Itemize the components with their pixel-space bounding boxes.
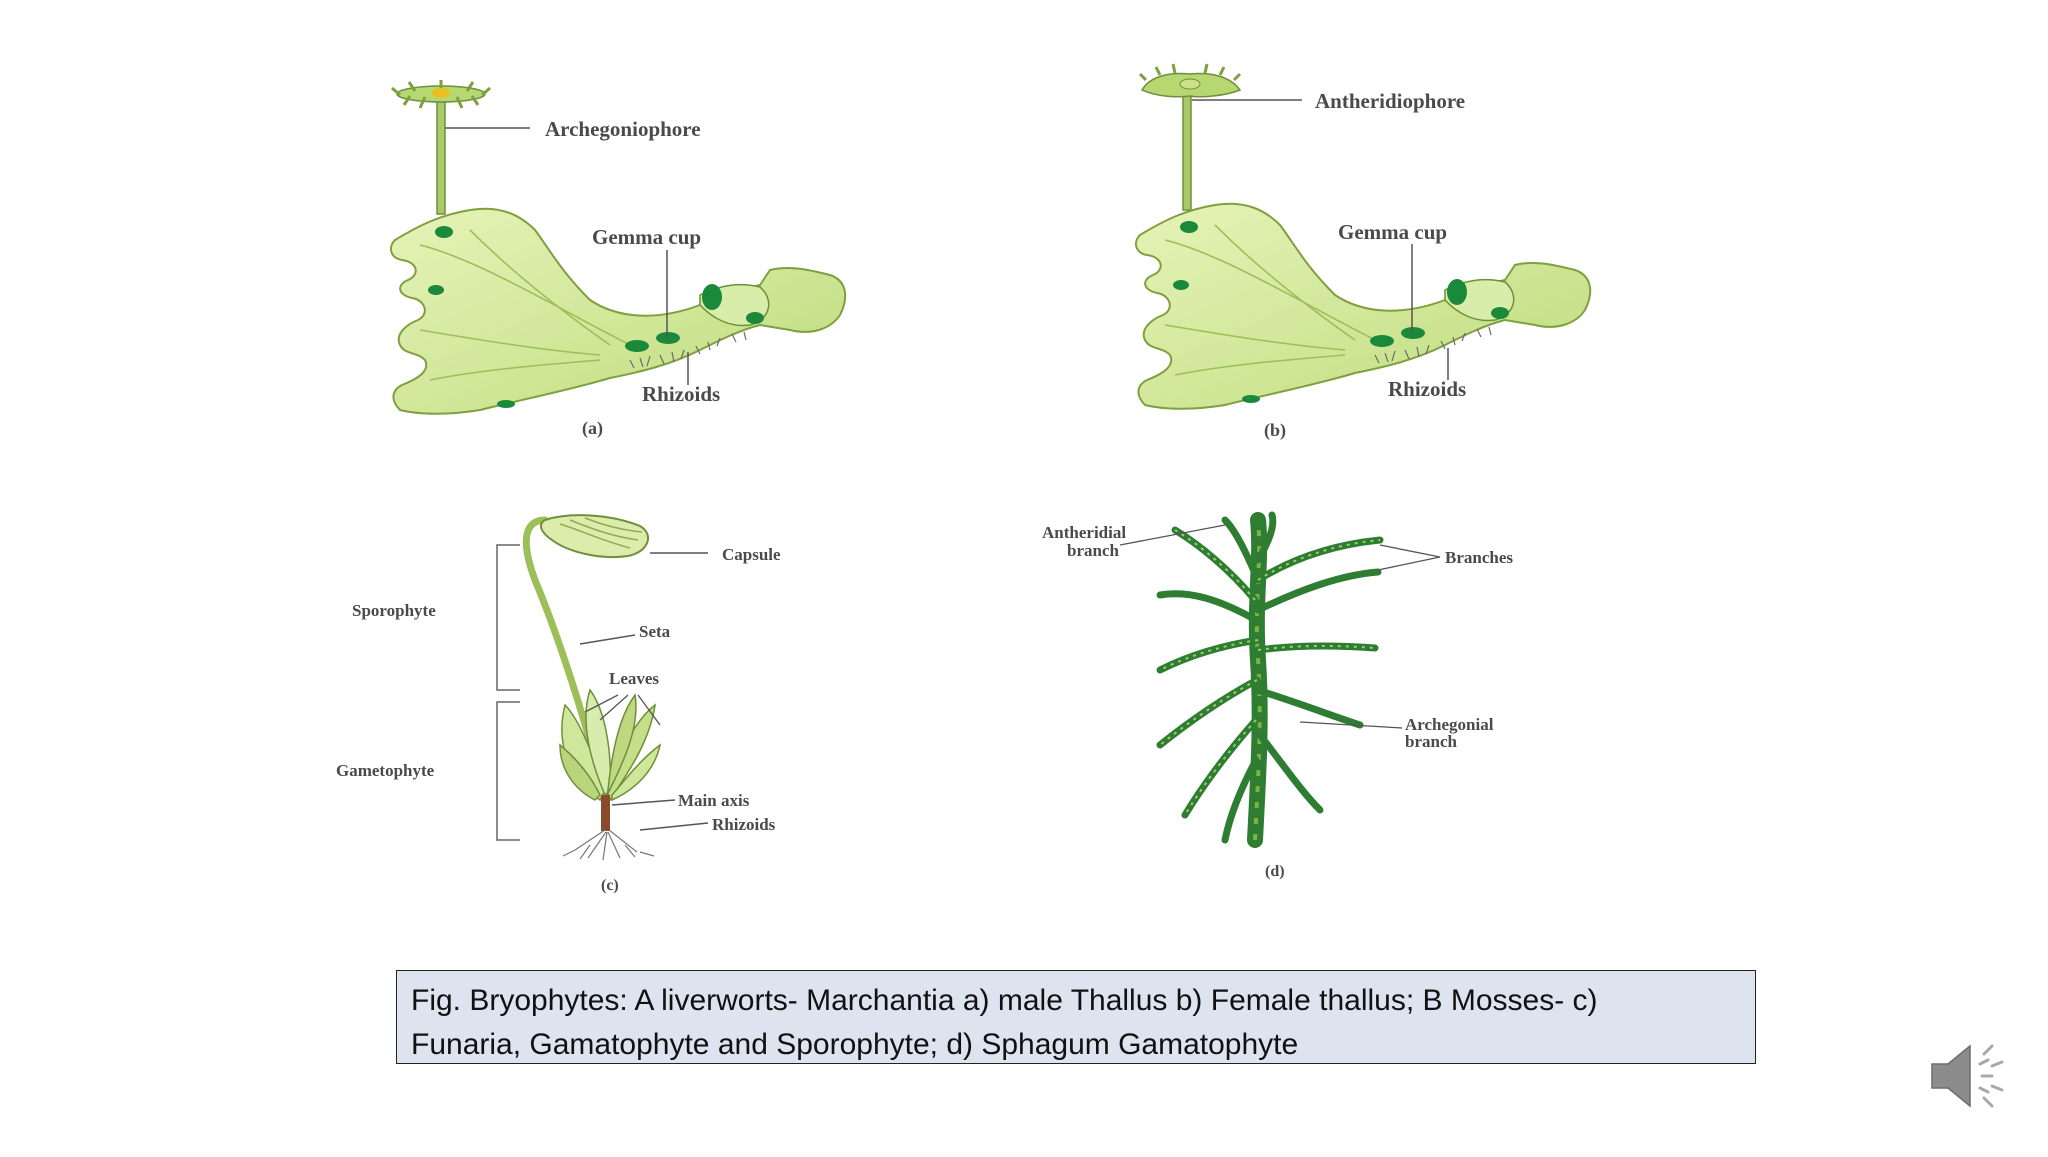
figure-d-sphagnum: Antheridial branch Branches Archegonial …	[1042, 511, 1513, 880]
sublabel-b: (b)	[1264, 420, 1286, 441]
label-archegoniophore: Archegoniophore	[545, 117, 701, 141]
gametophyte-bracket	[496, 701, 520, 841]
sporophyte-bracket	[496, 544, 520, 691]
thallus-a	[389, 207, 847, 415]
label-branches: Branches	[1445, 548, 1513, 567]
label-gemma-cup-a: Gemma cup	[592, 225, 701, 249]
archegoniophore-stalk	[436, 95, 446, 215]
archegoniophore-head	[391, 80, 491, 109]
label-capsule: Capsule	[722, 545, 781, 564]
figure-caption: Fig. Bryophytes: A liverworts- Marchanti…	[396, 970, 1756, 1064]
rhizoids-c	[562, 829, 655, 861]
gemma-cup-b	[1447, 279, 1467, 305]
sublabel-c: (c)	[601, 877, 619, 894]
antheridiophore-head	[1138, 63, 1242, 98]
leaves-cluster	[559, 688, 662, 802]
branches	[1156, 511, 1384, 844]
label-sporophyte: Sporophyte	[352, 601, 436, 620]
figure-a-marchantia: Archegoniophore Gemma cup Rhizoids (a)	[389, 80, 847, 439]
caption-line-1: Fig. Bryophytes: A liverworts- Marchanti…	[411, 984, 1598, 1017]
main-axis	[601, 795, 610, 831]
label-gemma-cup-b: Gemma cup	[1338, 220, 1447, 244]
caption-line-2: Funaria, Gamatophyte and Sporophyte; d) …	[411, 1028, 1299, 1061]
antheridiophore-stalk	[1182, 85, 1192, 211]
sublabel-d: (d)	[1265, 863, 1285, 880]
capsule	[539, 514, 650, 559]
label-rhizoids-a: Rhizoids	[642, 382, 720, 406]
label-archegonial-1: Archegonial	[1405, 715, 1494, 734]
label-rhizoids-c: Rhizoids	[712, 815, 776, 834]
label-gametophyte: Gametophyte	[336, 761, 435, 780]
gemma-cup-a	[702, 284, 722, 310]
label-main-axis: Main axis	[678, 791, 750, 810]
label-seta: Seta	[639, 622, 671, 641]
label-antheridiophore: Antheridiophore	[1315, 89, 1465, 113]
label-leaves: Leaves	[609, 669, 659, 688]
speaker-icon[interactable]	[1926, 1036, 2010, 1116]
sublabel-a: (a)	[582, 418, 603, 439]
label-rhizoids-b: Rhizoids	[1388, 377, 1466, 401]
thallus-b	[1134, 202, 1592, 410]
figure-c-funaria: Capsule Sporophyte Seta Leaves Gametophy…	[336, 514, 781, 894]
label-antheridial-2: branch	[1067, 541, 1120, 560]
figure-b-marchantia: Antheridiophore Gemma cup Rhizoids (b)	[1134, 63, 1592, 441]
label-antheridial-1: Antheridial	[1042, 523, 1126, 542]
label-archegonial-2: branch	[1405, 732, 1458, 751]
